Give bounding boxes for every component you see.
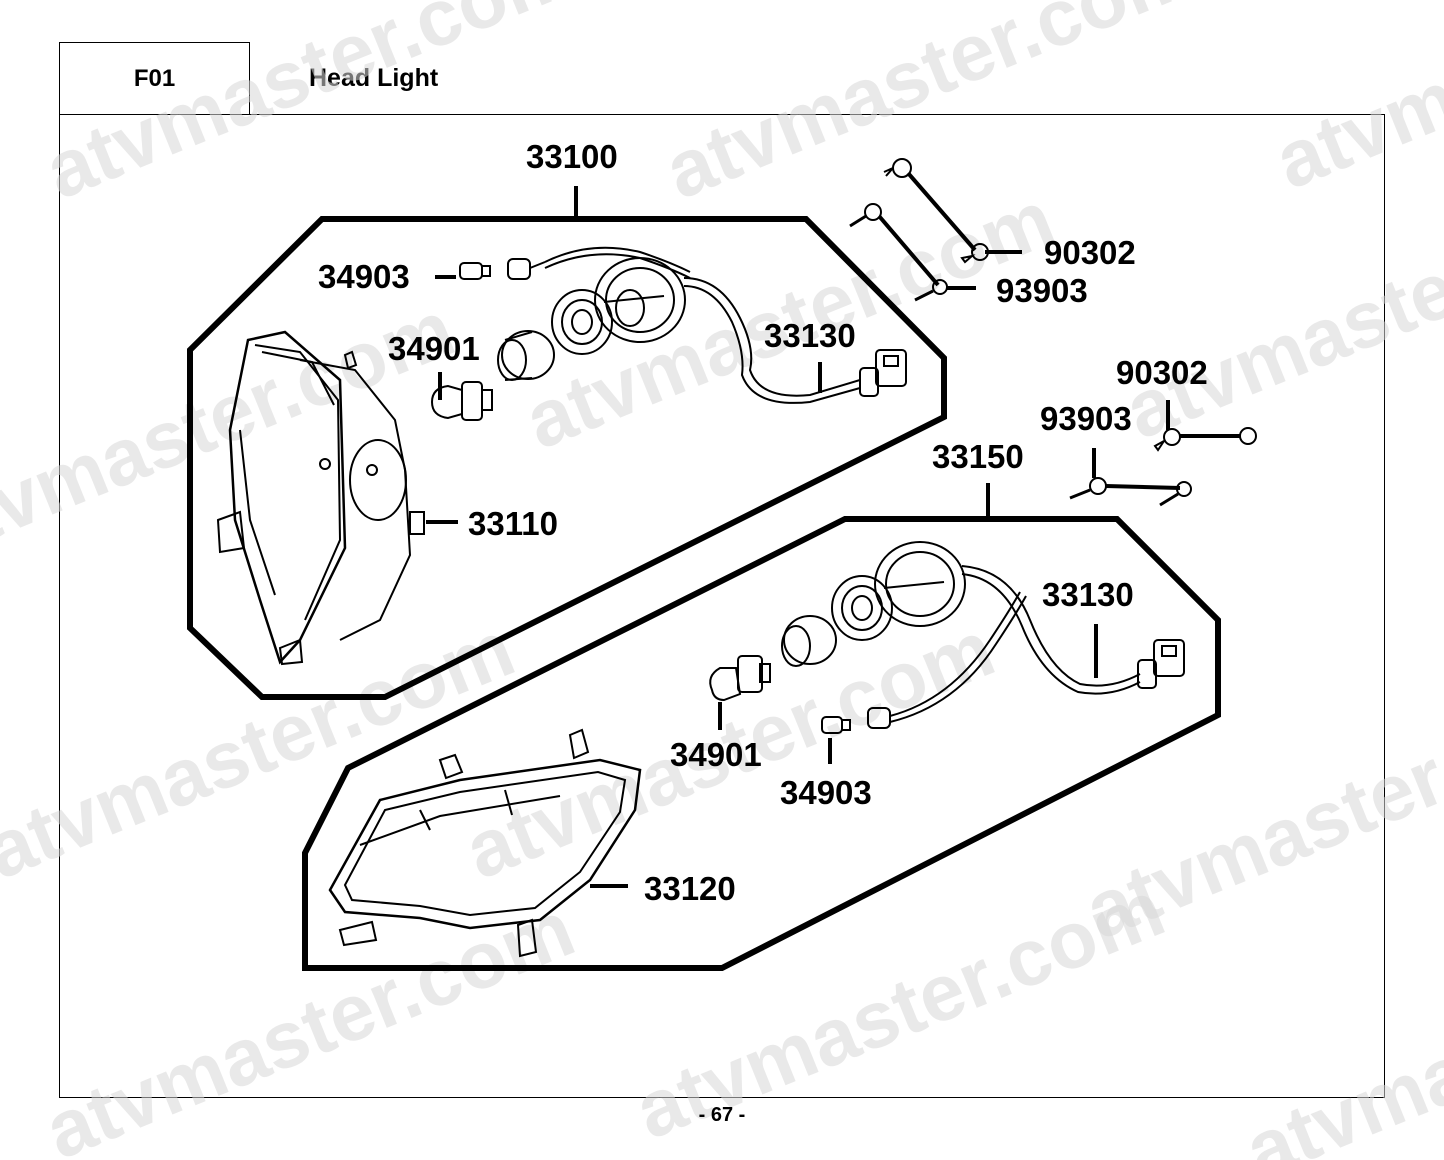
screw-93903-head — [864, 203, 882, 221]
rubber-seal-lower — [781, 615, 837, 667]
watermark-text: atvmaster.com — [33, 0, 586, 216]
part-labels: 33100 34903 34901 33130 33110 90302 9390… — [318, 138, 1208, 907]
rubber-seal-upper — [497, 330, 555, 381]
assembly-outline-33150 — [302, 516, 1221, 971]
label-33120: 33120 — [644, 870, 736, 907]
label-33130: 33130 — [764, 317, 856, 354]
label-33110: 33110 — [468, 505, 558, 542]
label-93903: 93903 — [996, 272, 1088, 309]
wire-harness-33130-upper — [683, 277, 907, 404]
label-34903: 34903 — [318, 258, 410, 295]
headlight-lens-33120 — [328, 728, 642, 958]
watermark-text: atvmaster.com — [653, 0, 1206, 216]
diagram-frame — [59, 114, 1385, 1098]
label-33150: 33150 — [932, 438, 1024, 475]
assembly-33100-parts — [216, 246, 907, 666]
small-socket-lower — [867, 591, 1027, 729]
bulb-34901-lower — [709, 655, 771, 702]
socket-collar-upper — [551, 289, 613, 355]
label-90302: 90302 — [1044, 234, 1136, 271]
label-34901: 34901 — [670, 736, 762, 773]
label-33100: 33100 — [526, 138, 618, 175]
section-code-cell: F01 — [59, 42, 250, 115]
assembly-outline-33100 — [187, 216, 947, 700]
dust-cover-lower — [874, 541, 966, 627]
bulb-34901-upper — [430, 381, 493, 421]
watermark-text: atvmaster.com — [1263, 0, 1444, 206]
section-code: F01 — [133, 65, 176, 92]
watermark-text: atvmaster.com — [1113, 163, 1444, 455]
label-90302: 90302 — [1116, 354, 1208, 391]
dust-cover-upper — [594, 257, 686, 343]
page-number: - 67 - — [698, 1104, 746, 1126]
leader-lines — [426, 186, 1170, 888]
label-33130: 33130 — [1042, 576, 1134, 613]
small-socket-upper — [507, 258, 546, 280]
headlight-housing-33110 — [216, 330, 425, 666]
label-34903: 34903 — [780, 774, 872, 811]
wire-harness-33130-lower — [961, 565, 1185, 695]
label-93903: 93903 — [1040, 400, 1132, 437]
page-title: Head Light — [309, 64, 439, 92]
assembly-33150-parts — [328, 541, 1185, 958]
label-34901: 34901 — [388, 330, 480, 367]
fasteners-upper — [849, 158, 989, 302]
bulb-34903-upper — [459, 262, 491, 280]
fasteners-lower — [1069, 427, 1257, 507]
bulb-34903-lower — [821, 716, 851, 734]
watermark-text: atvmaster.com — [0, 603, 526, 895]
